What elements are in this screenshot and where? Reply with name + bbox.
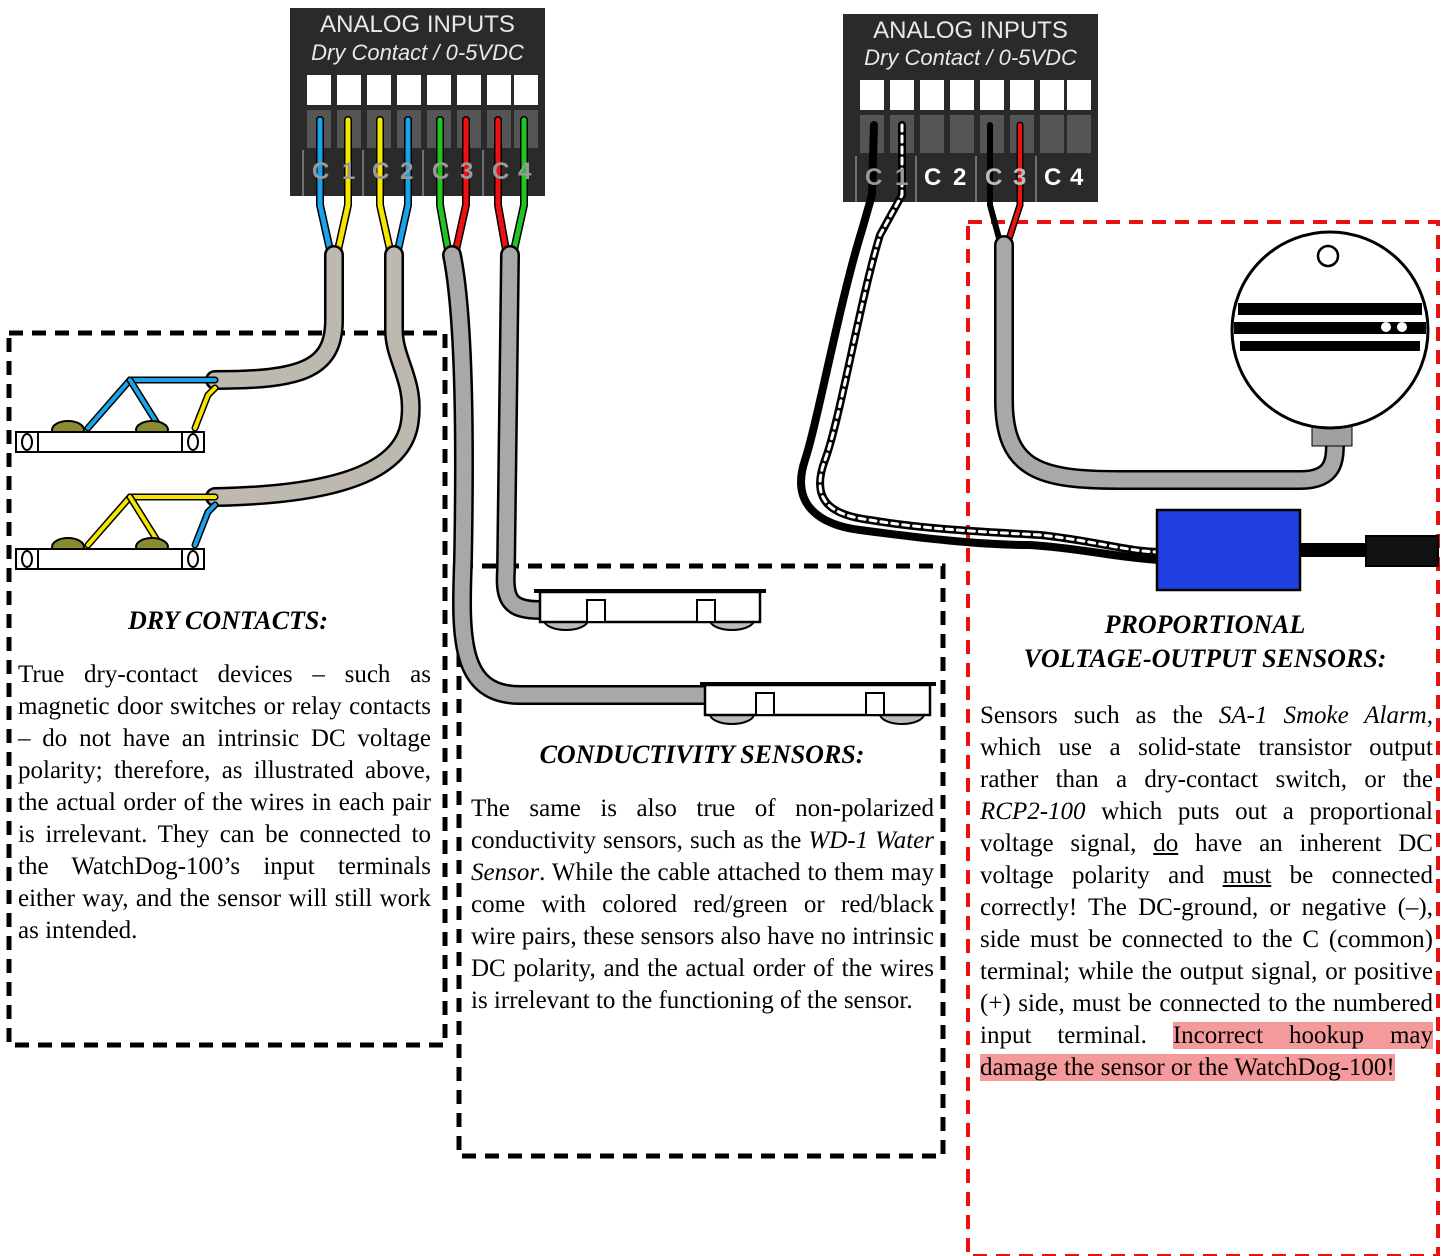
left-terminal-label: 2 xyxy=(400,158,414,185)
door-switch-1 xyxy=(15,420,205,453)
proportional-box xyxy=(966,220,1440,1256)
water-sensor-2 xyxy=(700,682,936,725)
left-terminal-label: 3 xyxy=(460,158,474,185)
right-terminal-label: 4 xyxy=(1070,164,1084,191)
right-wiring xyxy=(797,121,1377,564)
left-block-title: ANALOG INPUTS xyxy=(320,11,515,38)
power-plug xyxy=(1365,535,1439,567)
door-switch-2 xyxy=(15,537,205,570)
left-terminal-label: 1 xyxy=(342,158,356,185)
right-terminal-label: 3 xyxy=(1013,164,1027,191)
right-block-title: ANALOG INPUTS xyxy=(873,17,1068,44)
left-terminal-label: C xyxy=(492,158,510,185)
water-sensor-1 xyxy=(534,589,766,631)
conductivity-heading: CONDUCTIVITY SENSORS: xyxy=(539,740,865,769)
left-terminal-label: C xyxy=(372,158,390,185)
right-terminal-label: C xyxy=(924,164,942,191)
right-terminal-label: C xyxy=(985,164,1003,191)
right-terminal-label: C xyxy=(1044,164,1062,191)
left-terminal-label: C xyxy=(312,158,330,185)
right-terminal-label: 2 xyxy=(953,164,967,191)
dry-contacts-text: True dry-contact devices – such as magne… xyxy=(18,661,431,944)
right-terminal-label: 1 xyxy=(895,164,909,191)
product-name: WD-1 Water Sensor xyxy=(471,827,934,886)
proportional-text: Sensors such as the SA-1 Smoke Alarm, wh… xyxy=(980,702,1433,1081)
product-name: SA-1 Smoke Alarm xyxy=(1218,702,1427,729)
conductivity-text: The same is also true of non-polarized c… xyxy=(471,795,934,1014)
power-adapter xyxy=(1155,508,1302,592)
right-terminal-label: C xyxy=(865,164,883,191)
product-name: RCP2-100 xyxy=(980,798,1086,825)
conductivity-box xyxy=(456,563,946,1159)
dry-contacts-box xyxy=(6,330,448,1048)
left-terminal-label: 4 xyxy=(518,158,532,185)
smoke-alarm xyxy=(1230,230,1430,447)
right-block-subtitle: Dry Contact / 0-5VDC xyxy=(864,45,1077,70)
left-wiring xyxy=(84,116,715,705)
left-terminal-label: C xyxy=(432,158,450,185)
left-block-subtitle: Dry Contact / 0-5VDC xyxy=(311,40,524,65)
dry-contacts-heading: DRY CONTACTS: xyxy=(127,606,329,635)
